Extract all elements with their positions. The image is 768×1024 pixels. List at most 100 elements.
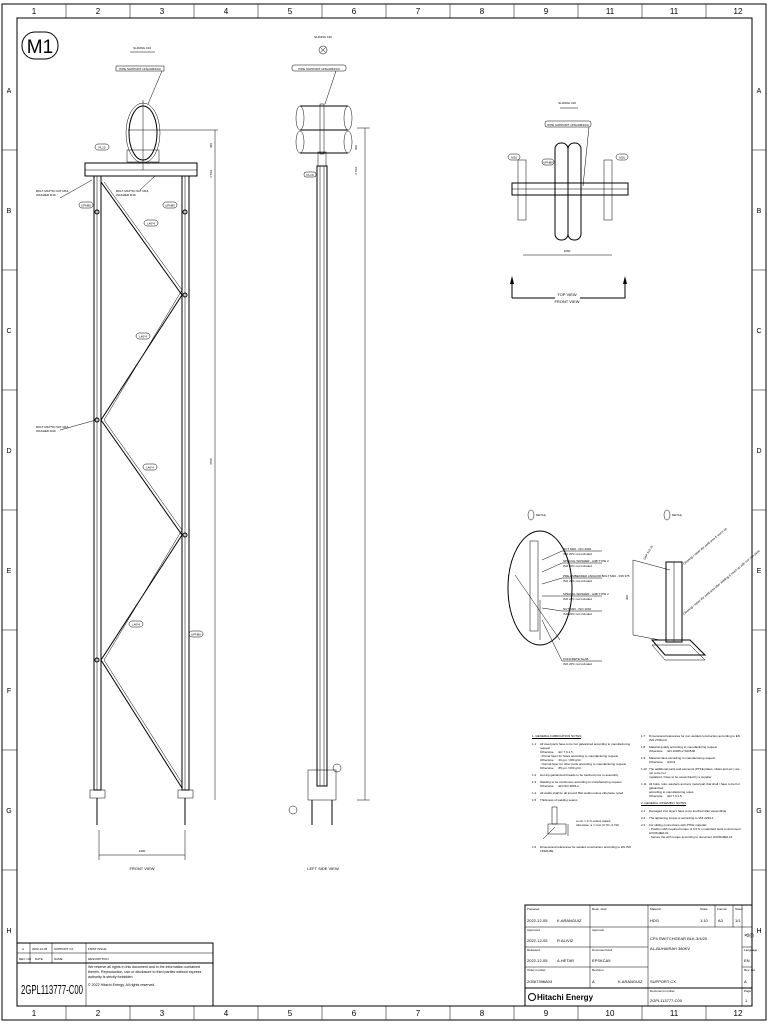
side-view: SLIDING ±40 PIPE SUPPORT 1FSL0063/C0 300…: [288, 35, 370, 871]
field-label: Format: [717, 907, 727, 911]
name-cell: SUPPORT CX: [54, 947, 73, 951]
drawing-title-3: SUPPORT CX: [650, 979, 676, 984]
column-label: 11: [670, 1009, 679, 1018]
section-title: FRONT VIEW: [554, 299, 579, 304]
date-cell: 2022-12-05: [32, 947, 48, 951]
revision-block: A 2022-12-05 SUPPORT CX FIRST ISSUE REV.…: [16, 942, 214, 1007]
part-tag: L40*4: [139, 335, 147, 339]
format: A3: [718, 918, 724, 923]
header-name: NAME: [54, 957, 63, 961]
field-label: Prepared: [527, 907, 540, 911]
note-number: 2.2: [641, 816, 646, 820]
note-subtext: Otherwise 40 µm / 280 g/m²: [540, 758, 582, 762]
part-tag: PL10: [98, 146, 105, 150]
revision: A: [592, 979, 595, 984]
note-text: Dimensional tolerances for welded constr…: [540, 845, 632, 853]
part-tag: PL10: [306, 173, 313, 177]
released-date: 2022-12-05: [527, 958, 548, 963]
row-label: E: [7, 568, 12, 575]
language: EN: [744, 958, 750, 963]
callout-label: NUT M20 - ISO 4032: [563, 547, 591, 551]
callout-label: SPECIAL WASHER - A4B TYPE 2: [563, 592, 609, 596]
prepared-date: 2022-12-05: [527, 918, 548, 923]
column-label: 8: [480, 7, 485, 16]
note-subtext: Otherwise EN 7.6.1.5: [649, 794, 682, 798]
part-tag: UPN80: [191, 633, 201, 637]
part-tag: L40*4: [132, 623, 140, 627]
dim-width: 1060: [564, 249, 571, 253]
row-label: E: [757, 568, 762, 575]
column-label: 3: [160, 1009, 165, 1018]
detail-title: DETAIL: [672, 513, 683, 517]
column-label: 4: [224, 7, 229, 16]
document-id: 2GPL113777-C00: [650, 998, 683, 1003]
row-label: C: [756, 328, 761, 335]
part-tag: M16: [619, 156, 625, 160]
note-body: Thickness of welding seams: [540, 798, 636, 802]
note-subtext: Otherwise EN 10025-2 S235JR: [649, 749, 696, 753]
note-text: The tightening torque is according to VD…: [649, 816, 714, 820]
note-number: 1.10: [641, 767, 647, 771]
part-tag: L40*4: [146, 466, 154, 470]
weld-note: Cleaning / repair the weld area after we…: [682, 549, 761, 616]
row-label: F: [7, 688, 11, 695]
note-text: Thickness of welding seams: [540, 798, 578, 802]
note-body: The additional parts and elements (PTFE …: [649, 767, 741, 779]
field-label: Document number: [650, 989, 675, 993]
detail-title: DETAIL: [536, 513, 547, 517]
part-tag: UPN80: [165, 204, 175, 208]
top-beam: [84, 162, 198, 177]
revision-name: K.ARANGUIZ: [618, 979, 643, 984]
top-view: SLIDING ±40 PIPE SUPPORT 1FSL0063/C0 106…: [507, 101, 629, 304]
field-label: Material: [650, 907, 661, 911]
note-number: 1.6: [532, 845, 537, 849]
note-body: All bolts, nuts, washers and any metal p…: [649, 782, 741, 798]
field-label: Approved: [527, 928, 540, 932]
page-number: 1: [745, 998, 748, 1003]
note-text: Welding to be continuous according to ma…: [540, 780, 622, 784]
pipe-support-label: PIPE SUPPORT 1FSL0063/C0: [119, 67, 161, 71]
column-label: 11: [670, 7, 679, 16]
dim-top-2: 4 7/10: [209, 169, 213, 178]
header-rev: REV. NO: [19, 957, 32, 961]
row-label: B: [7, 208, 12, 215]
note-body: All welds shall be all around fillet wel…: [540, 791, 636, 795]
row-label: D: [756, 448, 761, 455]
field-label: Resp. dept.: [592, 907, 608, 911]
front-view: SLIDING ±40 PIPE SUPPORT 1FSL0063/C0 106…: [36, 46, 218, 871]
note-number: 2.1: [641, 809, 646, 813]
field-label: Page: [744, 989, 751, 993]
callout-note: ISO 2PC not included: [563, 564, 592, 568]
note-number: 1.3: [532, 780, 537, 784]
right-column: [181, 175, 190, 791]
notes-heading: 2. GENERAL ASSEMBLY NOTES: [641, 801, 687, 806]
projection-icon: ⊲◎: [744, 933, 754, 939]
field-label: Order number: [527, 968, 546, 972]
drawing-tag: M1: [27, 37, 53, 58]
sliding-label: SLIDING ±40: [314, 35, 332, 39]
note-text: The additional parts and elements (PTFE …: [649, 767, 740, 775]
note-body: The tightening torque is according to VD…: [649, 816, 741, 820]
callout-label: SPECIAL WASHER - A4B TYPE 2: [563, 559, 609, 563]
note-subtext: Otherwise EXC2: [649, 760, 676, 764]
column-label: 10: [606, 1009, 615, 1018]
field-label: Released: [527, 948, 540, 952]
callout-label: CONCRETE SLAB: [563, 657, 588, 661]
gap-label: GAP 5±5 2x: [642, 544, 654, 560]
note-number: 1.2: [532, 773, 537, 777]
note-subtext: metalized / have to be assembled by a su…: [649, 775, 712, 779]
pipe-support-label: PIPE SUPPORT 1FSL0063/C0: [547, 123, 589, 127]
note-body: Material quality according to manufactur…: [649, 745, 741, 753]
row-label: H: [6, 928, 11, 935]
material: HDG: [650, 918, 659, 923]
weld-symbol-sketch: a min = 0.7t unless stated otherwise; a …: [540, 805, 636, 841]
dim: 300: [625, 595, 629, 600]
note-number: 1.4: [532, 791, 537, 795]
